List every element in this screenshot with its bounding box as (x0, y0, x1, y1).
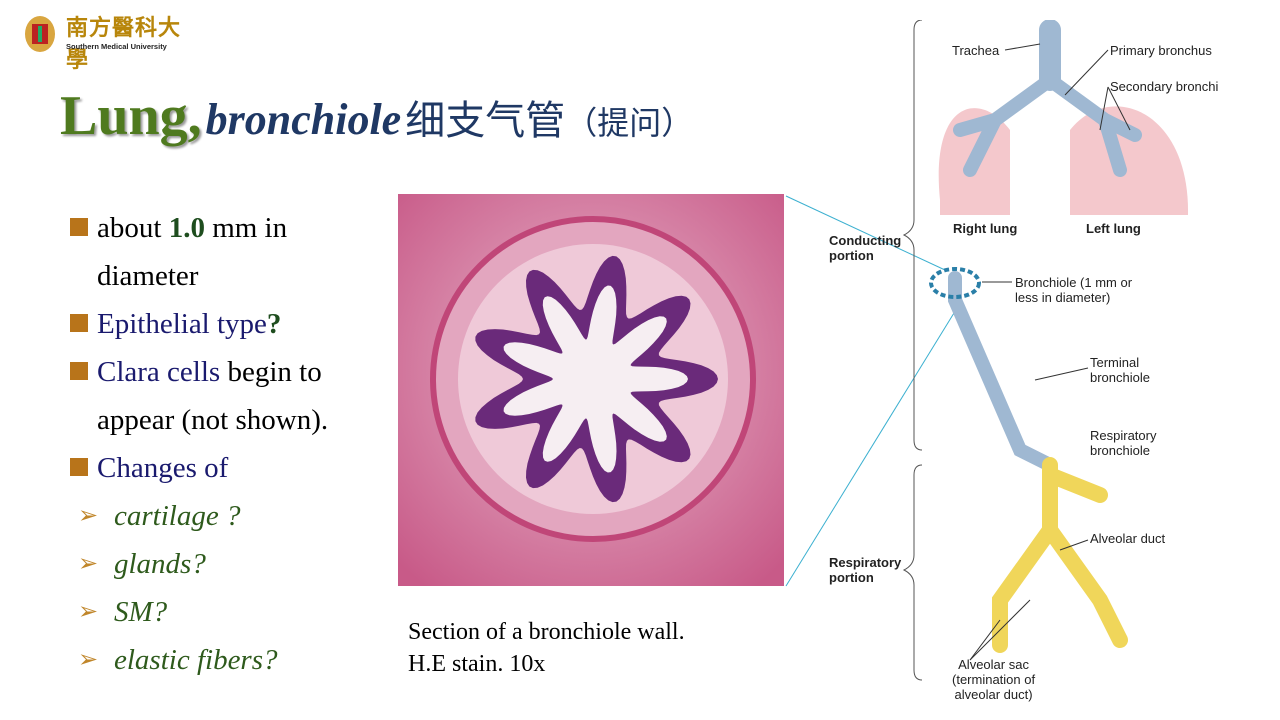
bullet-epithelial: Epithelial type? (68, 300, 368, 348)
bullet-changes: Changes of (68, 444, 368, 492)
bullet-diameter: about 1.0 mm in diameter (68, 204, 368, 300)
sub-bullet-sm: SM? (68, 588, 368, 636)
label-right-lung: Right lung (953, 221, 1018, 236)
university-logo: 南方醫科大學 Southern Medical University (22, 10, 182, 73)
bullet-clara: Clara cells begin to appear (not shown). (68, 348, 368, 444)
micrograph-image (398, 194, 784, 586)
sub-bullet-glands: glands? (68, 540, 368, 588)
airway-diagram (902, 20, 1189, 681)
label-secondary-bronchi: Secondary bronchi (1110, 79, 1219, 94)
slide-title: Lung, bronchiole 细支气管（提问） (60, 85, 694, 147)
image-caption: Section of a bronchiole wall.H.E stain. … (408, 619, 685, 677)
bullet-list: about 1.0 mm in diameter Epithelial type… (68, 204, 368, 684)
sub-bullet-elastic: elastic fibers? (68, 636, 368, 684)
label-alveolar-duct: Alveolar duct (1090, 531, 1166, 546)
sub-bullet-cartilage: cartilage ? (68, 492, 368, 540)
emblem-icon (25, 16, 55, 52)
label-trachea: Trachea (952, 43, 1000, 58)
label-primary-bronchus: Primary bronchus (1110, 43, 1212, 58)
label-left-lung: Left lung (1086, 221, 1141, 236)
